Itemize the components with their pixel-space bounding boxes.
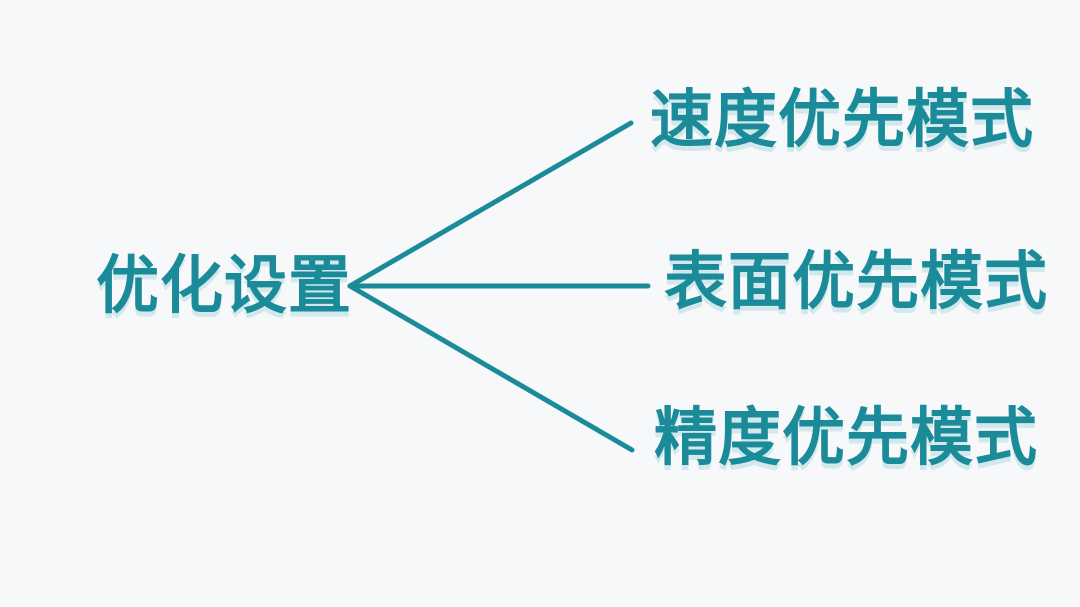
branch-node-label-speed-priority: 速度优先模式 (650, 85, 1034, 155)
branch-node-label-surface-priority: 表面优先模式 (664, 247, 1048, 317)
root-node-label: 优化设置 (96, 251, 352, 321)
connector-line-top (347, 120, 634, 289)
connector-line-bottom (347, 283, 635, 453)
branch-node-label-precision-priority: 精度优先模式 (654, 403, 1038, 473)
